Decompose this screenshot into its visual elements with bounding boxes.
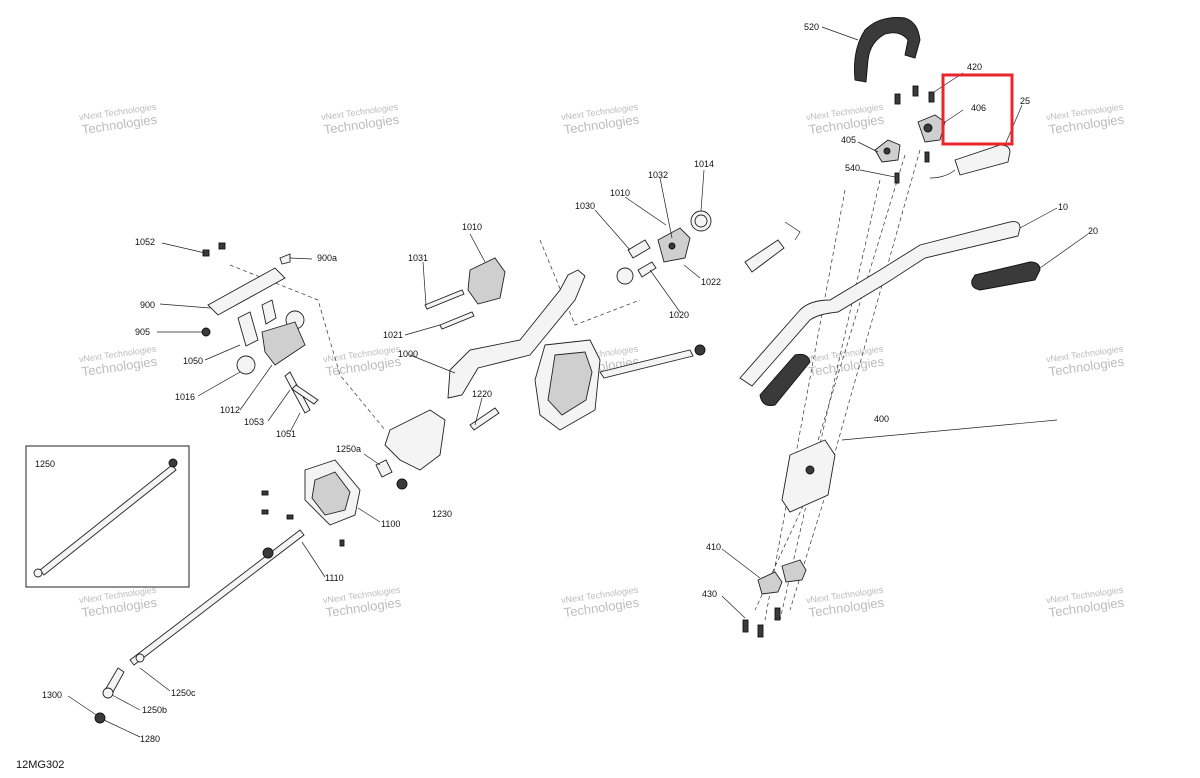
callout-1014[interactable]: 1014 bbox=[694, 159, 714, 169]
watermark: vNext Technologies Technologies bbox=[322, 344, 402, 380]
bracket-part-1032 bbox=[657, 227, 691, 263]
callout-430[interactable]: 430 bbox=[702, 589, 717, 599]
callout-1020[interactable]: 1020 bbox=[669, 310, 689, 320]
highlight-box bbox=[941, 73, 1014, 146]
screws-part-430 bbox=[742, 607, 781, 638]
watermark: vNext Technologies Technologies bbox=[78, 102, 158, 138]
grip-part-20 bbox=[971, 261, 1041, 291]
callout-1021[interactable]: 1021 bbox=[383, 330, 403, 340]
steering-column-part-1000 bbox=[384, 269, 586, 471]
callout-10[interactable]: 10 bbox=[1058, 202, 1068, 212]
callout-540[interactable]: 540 bbox=[845, 163, 860, 173]
riser-part-400 bbox=[781, 439, 836, 513]
callout-1012[interactable]: 1012 bbox=[220, 405, 240, 415]
watermark: vNext Technologies Technologies bbox=[322, 585, 402, 621]
inset-box-1250 bbox=[25, 445, 190, 588]
grip-part-25 bbox=[929, 144, 1011, 179]
callout-1016[interactable]: 1016 bbox=[175, 392, 195, 402]
block-parts-1050 bbox=[236, 299, 319, 414]
screws-part-420 bbox=[894, 85, 935, 105]
clamp-part-405 bbox=[874, 139, 901, 163]
tie-rod-part-1110 bbox=[129, 529, 305, 666]
bolt-part-1250a bbox=[375, 459, 408, 490]
callout-900a[interactable]: 900a bbox=[317, 253, 337, 263]
callout-1250a[interactable]: 1250a bbox=[336, 444, 361, 454]
callout-900[interactable]: 900 bbox=[140, 300, 155, 310]
watermark: vNext Technologies Technologies bbox=[1045, 102, 1125, 138]
callout-1100[interactable]: 1100 bbox=[381, 519, 400, 529]
callout-1010[interactable]: 1010 bbox=[610, 188, 630, 198]
hand-guard-part-520 bbox=[854, 17, 921, 83]
bracket-part-900 bbox=[201, 242, 291, 337]
watermark: vNext Technologies Technologies bbox=[1045, 344, 1125, 380]
watermarks: vNext Technologies Technologies vNext Te… bbox=[78, 102, 1125, 621]
callout-1250[interactable]: 1250 bbox=[35, 459, 55, 469]
callout-1031[interactable]: 1031 bbox=[408, 253, 428, 263]
watermark: vNext Technologies Technologies bbox=[805, 344, 885, 380]
watermark: vNext Technologies Technologies bbox=[78, 585, 158, 621]
callout-1250c[interactable]: 1250c bbox=[171, 688, 196, 698]
callout-1030[interactable]: 1030 bbox=[575, 201, 595, 211]
seal-part-1014 bbox=[690, 210, 712, 232]
callout-1230[interactable]: 1230 bbox=[432, 509, 452, 519]
callout-520[interactable]: 520 bbox=[804, 22, 819, 32]
callout-420[interactable]: 420 bbox=[967, 62, 982, 72]
watermark: vNext Technologies Technologies bbox=[320, 102, 400, 138]
callout-410[interactable]: 410 bbox=[706, 542, 721, 552]
callout-20[interactable]: 20 bbox=[1088, 226, 1098, 236]
handlebar-part-10 bbox=[739, 221, 1021, 387]
watermark: vNext Technologies Technologies bbox=[1045, 585, 1125, 621]
bushing-part-1020 bbox=[616, 261, 657, 285]
callout-1052[interactable]: 1052 bbox=[135, 237, 155, 247]
watermark: vNext Technologies Technologies bbox=[78, 344, 158, 380]
callout-1051[interactable]: 1051 bbox=[276, 429, 296, 439]
callout-1250b[interactable]: 1250b bbox=[142, 705, 167, 715]
callout-1050[interactable]: 1050 bbox=[183, 356, 203, 366]
callout-405[interactable]: 405 bbox=[841, 135, 856, 145]
bracket-part-1010 bbox=[424, 257, 506, 330]
watermark: vNext Technologies Technologies bbox=[805, 585, 885, 621]
callout-400[interactable]: 400 bbox=[874, 414, 889, 424]
bolt-part-1220 bbox=[469, 407, 500, 431]
callout-1300[interactable]: 1300 bbox=[42, 690, 62, 700]
rod-end-parts bbox=[94, 667, 125, 724]
leader-lines bbox=[67, 26, 1089, 738]
callout-1022[interactable]: 1022 bbox=[701, 277, 721, 287]
watermark: vNext Technologies Technologies bbox=[560, 102, 640, 138]
cover-part-1100 bbox=[261, 459, 361, 547]
callout-1000[interactable]: 1000 bbox=[398, 349, 418, 359]
callout-1280[interactable]: 1280 bbox=[140, 734, 160, 744]
callout-1053[interactable]: 1053 bbox=[244, 417, 264, 427]
watermark: vNext Technologies Technologies bbox=[560, 585, 640, 621]
callout-905[interactable]: 905 bbox=[135, 327, 150, 337]
callout-1220[interactable]: 1220 bbox=[472, 389, 492, 399]
bracket-part bbox=[744, 221, 801, 273]
callout-1032[interactable]: 1032 bbox=[648, 170, 668, 180]
callout-25[interactable]: 25 bbox=[1020, 96, 1030, 106]
callout-1010-lower[interactable]: 1010 bbox=[462, 222, 482, 232]
watermark: vNext Technologies Technologies bbox=[805, 102, 885, 138]
clamp-part-406 bbox=[917, 114, 946, 163]
callout-1110[interactable]: 1110 bbox=[325, 573, 344, 583]
screw-part-540 bbox=[894, 172, 900, 184]
grip-left bbox=[759, 353, 811, 406]
clamps-part-410 bbox=[757, 559, 807, 595]
cover-part-1230 bbox=[534, 339, 706, 431]
callout-406[interactable]: 406 bbox=[971, 103, 986, 113]
drawing-id: 12MG302 bbox=[16, 759, 64, 771]
callout-labels: 520 420 406 25 405 540 10 20 1014 1032 1… bbox=[35, 22, 1098, 744]
pin-part-1030 bbox=[627, 239, 651, 259]
